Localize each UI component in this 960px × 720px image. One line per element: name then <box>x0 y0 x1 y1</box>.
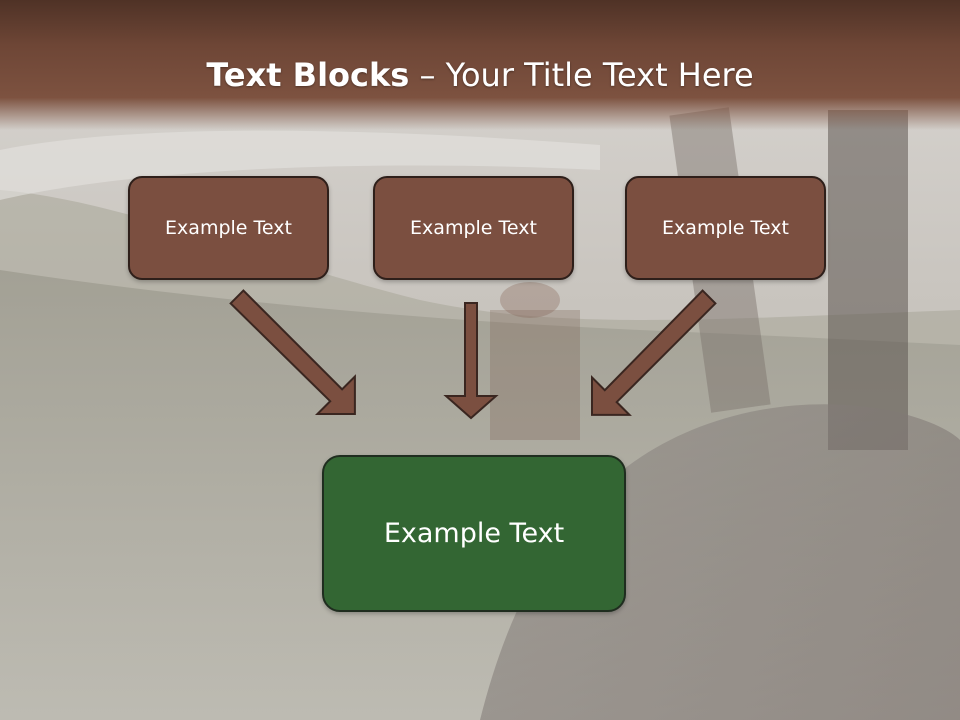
text-block-2: Example Text <box>373 176 574 280</box>
arrow-right <box>591 289 717 416</box>
slide-title-separator: – <box>409 56 446 94</box>
slide-title-rest: Your Title Text Here <box>445 56 754 94</box>
text-block-2-label: Example Text <box>410 217 537 239</box>
title-bar <box>0 0 960 130</box>
slide-title: Text Blocks – Your Title Text Here <box>0 52 960 98</box>
text-block-3: Example Text <box>625 176 826 280</box>
text-block-1: Example Text <box>128 176 329 280</box>
target-block: Example Text <box>322 455 626 612</box>
target-block-label: Example Text <box>383 518 565 549</box>
slide-title-bold: Text Blocks <box>206 56 410 94</box>
text-block-3-label: Example Text <box>662 217 789 239</box>
text-block-1-label: Example Text <box>165 217 292 239</box>
arrow-left <box>229 289 356 415</box>
arrow-middle <box>443 302 499 420</box>
